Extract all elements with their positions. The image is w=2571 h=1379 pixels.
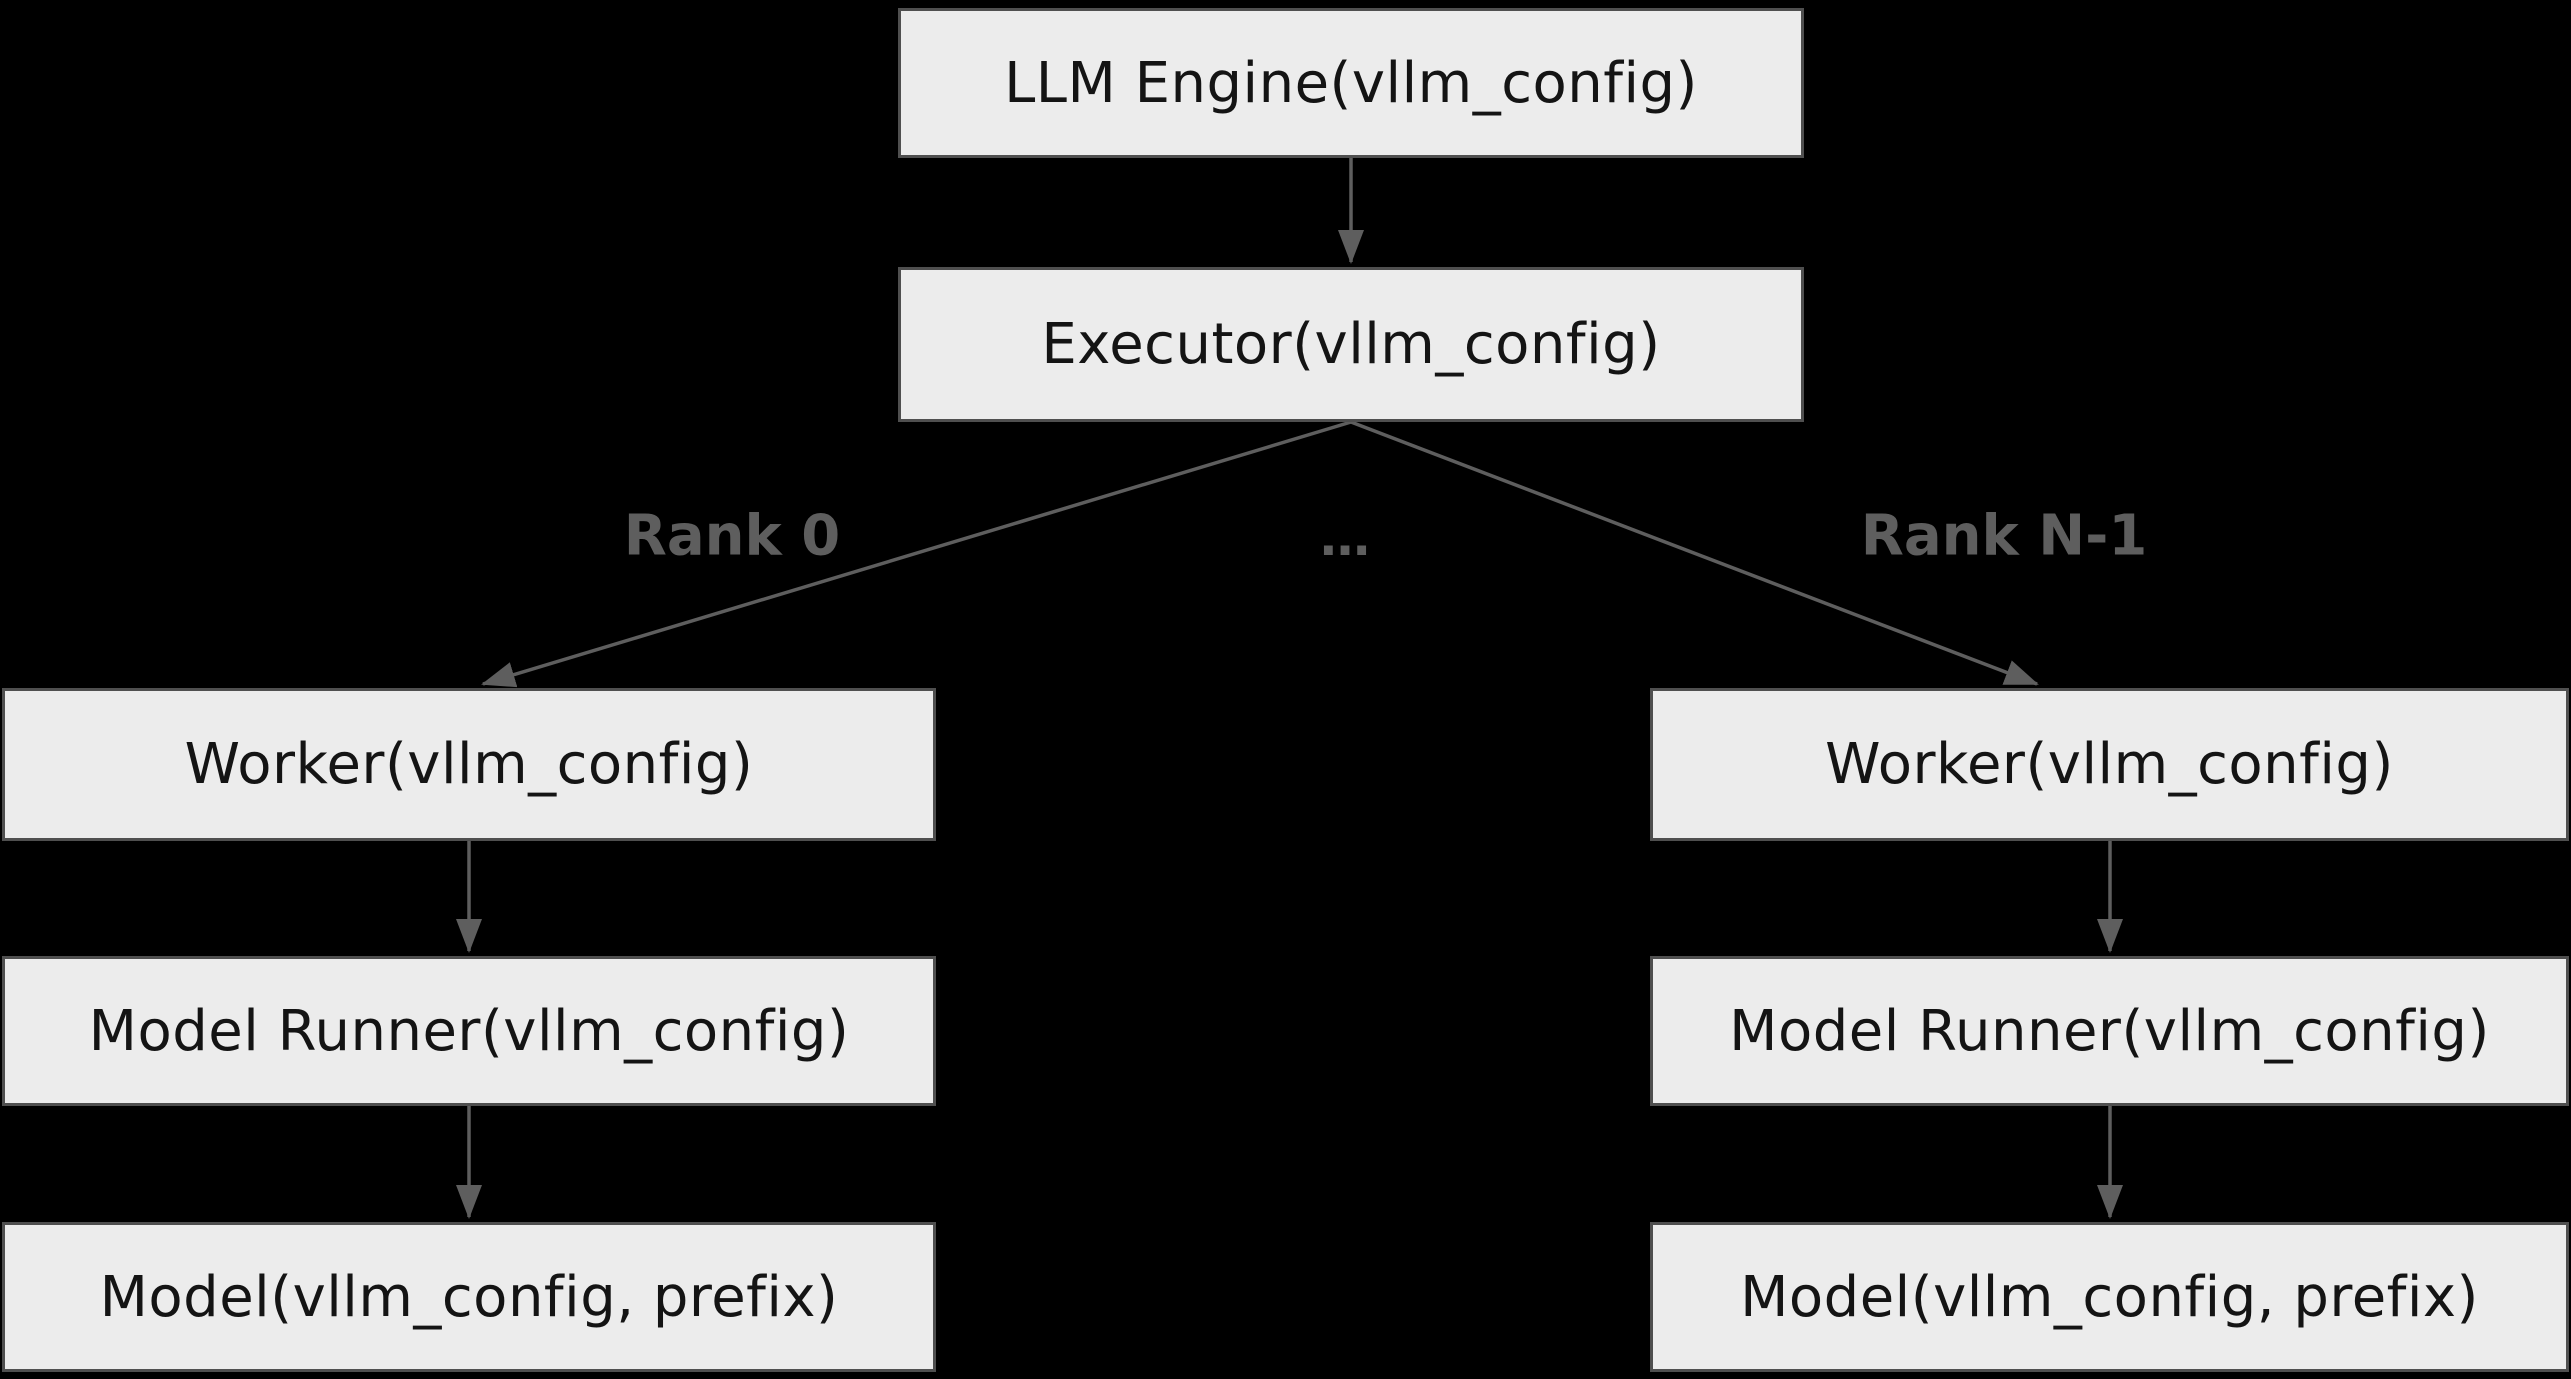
node-model-runner-rank0-label: Model Runner(vllm_config)	[88, 998, 850, 1064]
edge-label-rank-0: Rank 0	[623, 503, 841, 569]
node-llm-engine-label: LLM Engine(vllm_config)	[1004, 50, 1698, 116]
node-executor: Executor(vllm_config)	[898, 267, 1804, 422]
edge-label-rank-n-1: Rank N-1	[1860, 503, 2148, 569]
edge-label-ellipsis: …	[1320, 509, 1370, 567]
node-model-runner-rankn1-label: Model Runner(vllm_config)	[1729, 998, 2490, 1064]
node-worker-rank0-label: Worker(vllm_config)	[184, 732, 754, 797]
node-worker-rank0: Worker(vllm_config)	[2, 688, 936, 841]
node-executor-label: Executor(vllm_config)	[1041, 312, 1661, 377]
node-model-rank0-label: Model(vllm_config, prefix)	[99, 1264, 839, 1330]
node-worker-rankn1-label: Worker(vllm_config)	[1825, 732, 2394, 797]
node-model-runner-rank0: Model Runner(vllm_config)	[2, 956, 936, 1106]
node-model-runner-rankn1: Model Runner(vllm_config)	[1650, 956, 2569, 1106]
node-model-rankn1-label: Model(vllm_config, prefix)	[1740, 1264, 2479, 1330]
node-worker-rankn1: Worker(vllm_config)	[1650, 688, 2569, 841]
edge-executor-to-worker-0	[481, 420, 1352, 688]
node-model-rank0: Model(vllm_config, prefix)	[2, 1222, 936, 1372]
node-model-rankn1: Model(vllm_config, prefix)	[1650, 1222, 2569, 1372]
node-llm-engine: LLM Engine(vllm_config)	[898, 8, 1804, 158]
